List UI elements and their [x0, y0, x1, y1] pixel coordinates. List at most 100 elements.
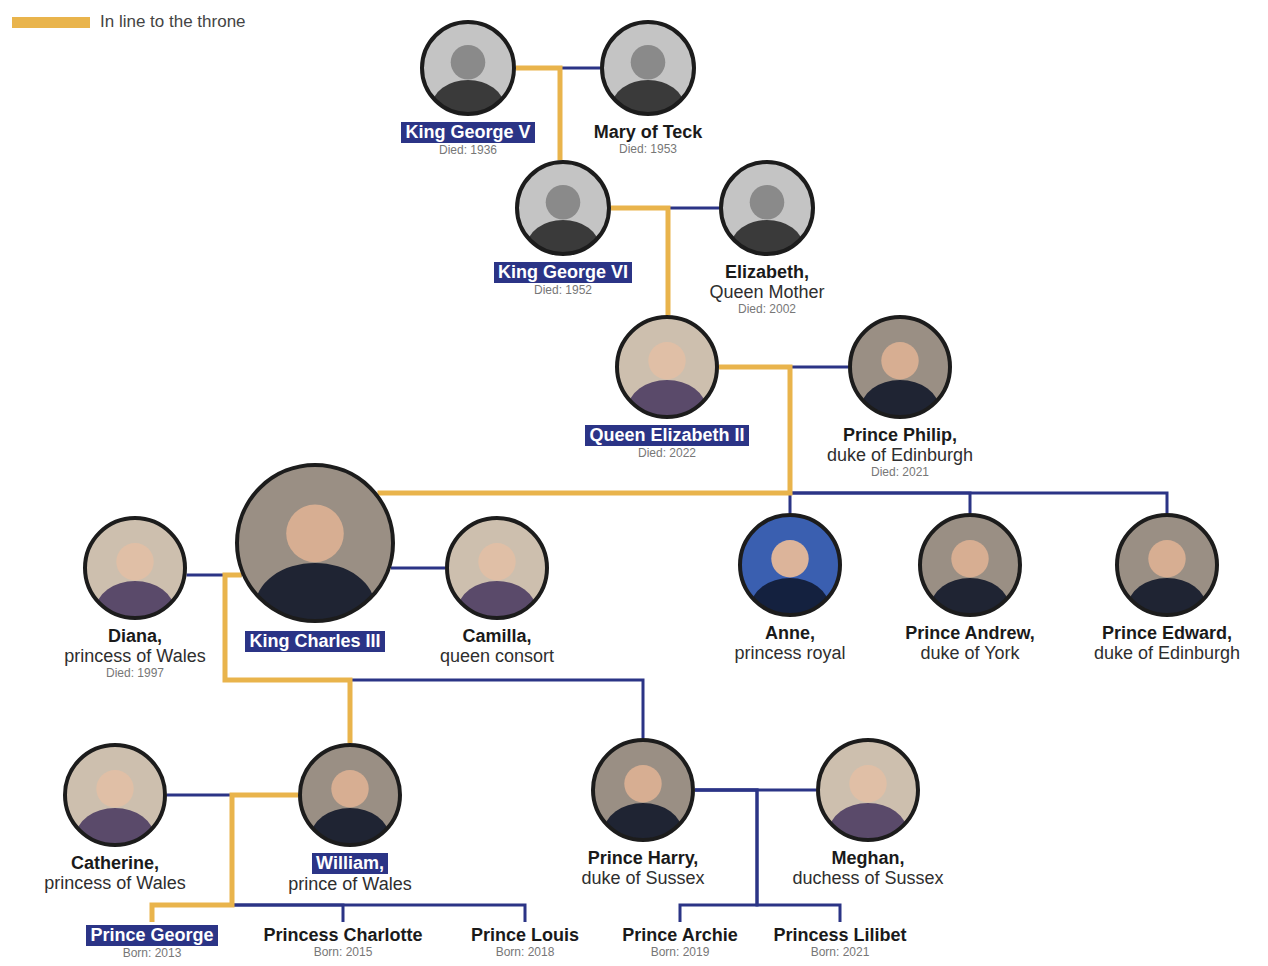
portrait-shoulders [311, 808, 389, 847]
person-title: princess of Wales [44, 873, 185, 893]
portrait-photo [615, 315, 719, 419]
portrait-shoulders [612, 80, 684, 116]
portrait-head [96, 770, 133, 807]
child-name-node: Prince LouisBorn: 2018 [467, 922, 584, 959]
throne-name-label: King George VI [494, 262, 632, 283]
person-title: queen consort [440, 646, 554, 666]
portrait-shoulders [1128, 578, 1206, 617]
portrait-frame [617, 317, 717, 417]
portrait-head [286, 505, 344, 563]
portrait-photo [719, 160, 815, 256]
date-note: Died: 2022 [638, 446, 696, 460]
person-name: Elizabeth, [725, 262, 809, 282]
portrait-head [116, 543, 153, 580]
portrait-photo [235, 463, 395, 623]
person-title: duchess of Sussex [792, 868, 943, 888]
person-node: Camilla,queen consort [436, 516, 559, 666]
portrait-shoulders [76, 808, 154, 847]
person-node: Prince Harry,duke of Sussex [577, 738, 709, 888]
person-node: King George VIDied: 1952 [490, 160, 637, 297]
portrait-frame [237, 465, 393, 621]
portrait-head [1148, 540, 1185, 577]
portrait-frame [517, 162, 609, 254]
portrait-frame [1117, 515, 1217, 615]
child-name-node: Princess LilibetBorn: 2021 [769, 922, 911, 959]
date-note: Died: 2002 [738, 302, 796, 316]
portrait-photo [918, 513, 1022, 617]
person-name: Prince Louis [471, 925, 579, 945]
throne-name-label: William, [312, 853, 388, 874]
child-name-node: Prince ArchieBorn: 2019 [618, 922, 742, 959]
portrait-photo [600, 20, 696, 116]
portrait-frame [740, 515, 840, 615]
person-node: Mary of TeckDied: 1953 [590, 20, 707, 156]
person-node: Prince Philip,duke of EdinburghDied: 202… [823, 315, 978, 479]
portrait-head [648, 342, 685, 379]
person-name: Prince Archie [622, 925, 737, 945]
portrait-photo [445, 516, 549, 620]
descent-line [516, 68, 560, 160]
portrait-photo [848, 315, 952, 419]
person-title: duke of York [920, 643, 1019, 663]
person-name: Mary of Teck [594, 122, 703, 142]
legend-entry: In line to the throne [12, 12, 246, 32]
person-name: Meghan, [831, 848, 904, 868]
date-note: Died: 2021 [871, 465, 929, 479]
portrait-shoulders [96, 581, 174, 620]
portrait-shoulders [731, 220, 803, 256]
date-note: Died: 1936 [439, 143, 497, 157]
date-note: Born: 2013 [123, 946, 182, 960]
person-node: Catherine,princess of Wales [40, 743, 190, 893]
portrait-frame [422, 22, 514, 114]
portrait-shoulders [751, 578, 829, 617]
portrait-shoulders [458, 581, 536, 620]
person-title: prince of Wales [288, 874, 411, 894]
date-note: Born: 2021 [811, 945, 870, 959]
portrait-shoulders [432, 80, 504, 116]
portrait-shoulders [527, 220, 599, 256]
person-name: Diana, [108, 626, 162, 646]
person-name: Anne, [765, 623, 815, 643]
date-note: Born: 2015 [314, 945, 373, 959]
date-note: Died: 1953 [619, 142, 677, 156]
person-name: Camilla, [462, 626, 531, 646]
descent-line [152, 795, 298, 922]
portrait-frame [447, 518, 547, 618]
person-node: Prince Edward,duke of Edinburgh [1090, 513, 1245, 663]
person-node: William,prince of Wales [284, 743, 416, 894]
portrait-frame [65, 745, 165, 845]
person-node: Elizabeth,Queen MotherDied: 2002 [705, 160, 829, 316]
person-node: Anne,princess royal [730, 513, 850, 663]
legend-swatch [12, 17, 90, 28]
portrait-photo [420, 20, 516, 116]
person-name: Princess Charlotte [263, 925, 422, 945]
portrait-head [624, 765, 661, 802]
person-title: duke of Sussex [581, 868, 704, 888]
portrait-photo [298, 743, 402, 847]
portrait-photo [591, 738, 695, 842]
person-node: King George VDied: 1936 [397, 20, 539, 157]
person-title: princess of Wales [64, 646, 205, 666]
portrait-head [771, 540, 808, 577]
person-node: Prince Andrew,duke of York [901, 513, 1039, 663]
throne-name-label: Prince George [86, 925, 217, 946]
date-note: Born: 2019 [651, 945, 710, 959]
child-name-node: Princess CharlotteBorn: 2015 [259, 922, 427, 959]
throne-name-label: King George V [401, 122, 534, 143]
portrait-frame [602, 22, 694, 114]
date-note: Died: 1952 [534, 283, 592, 297]
person-node: Diana,princess of WalesDied: 1997 [60, 516, 210, 680]
person-name: Prince Harry, [588, 848, 699, 868]
portrait-head [451, 45, 486, 80]
person-node: Queen Elizabeth IIDied: 2022 [581, 315, 753, 460]
portrait-head [750, 185, 785, 220]
date-note: Born: 2018 [496, 945, 555, 959]
person-node: King Charles III [231, 463, 399, 652]
portrait-shoulders [861, 380, 939, 419]
portrait-head [546, 185, 581, 220]
portrait-photo [816, 738, 920, 842]
person-title: duke of Edinburgh [1094, 643, 1240, 663]
portrait-frame [721, 162, 813, 254]
marriage-line [391, 567, 445, 570]
